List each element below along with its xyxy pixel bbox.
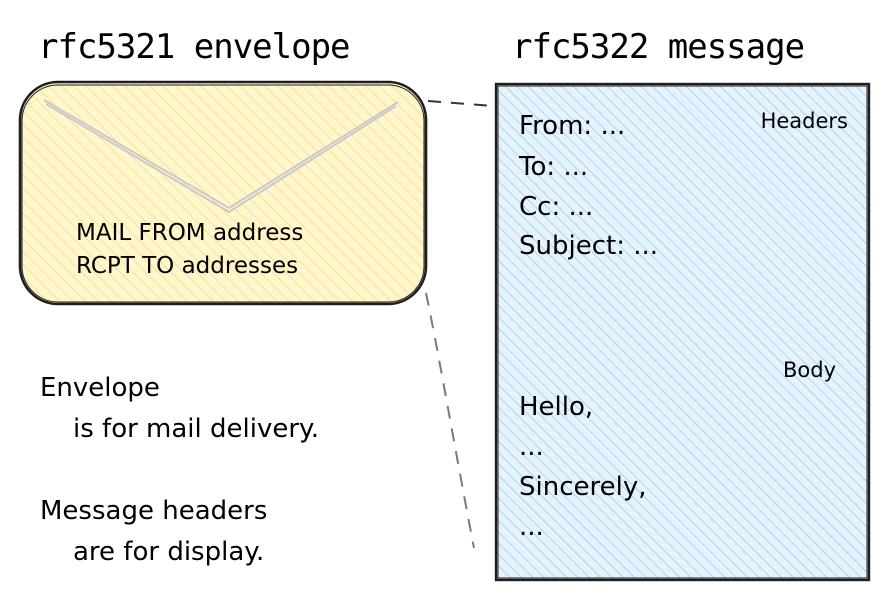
note-envelope-line1: Envelope (40, 373, 160, 403)
connector-bottom (425, 292, 475, 549)
message-title: rfc5322 message (512, 27, 804, 67)
body-ellipsis-2: ... (519, 512, 544, 542)
note-envelope-line2: is for mail delivery. (73, 414, 319, 444)
note-message-line1: Message headers (40, 496, 267, 526)
body-sincerely: Sincerely, (519, 472, 647, 502)
envelope-mail-from: MAIL FROM address (76, 220, 303, 246)
connector-top (427, 100, 495, 107)
envelope-flap-lines (43, 99, 399, 214)
header-to: To: ... (518, 152, 588, 182)
message-shape (494, 82, 871, 582)
headers-label: Headers (761, 109, 848, 133)
header-from: From: ... (519, 111, 625, 141)
header-subject: Subject: ... (519, 231, 658, 261)
envelope-shape (18, 80, 428, 306)
note-message-line2: are for display. (73, 537, 264, 567)
body-label: Body (783, 358, 836, 382)
envelope-title: rfc5321 envelope (38, 27, 350, 67)
body-hello: Hello, (519, 392, 593, 422)
envelope-rcpt-to: RCPT TO addresses (76, 253, 298, 279)
header-cc: Cc: ... (519, 192, 593, 222)
body-ellipsis-1: ... (519, 432, 544, 462)
